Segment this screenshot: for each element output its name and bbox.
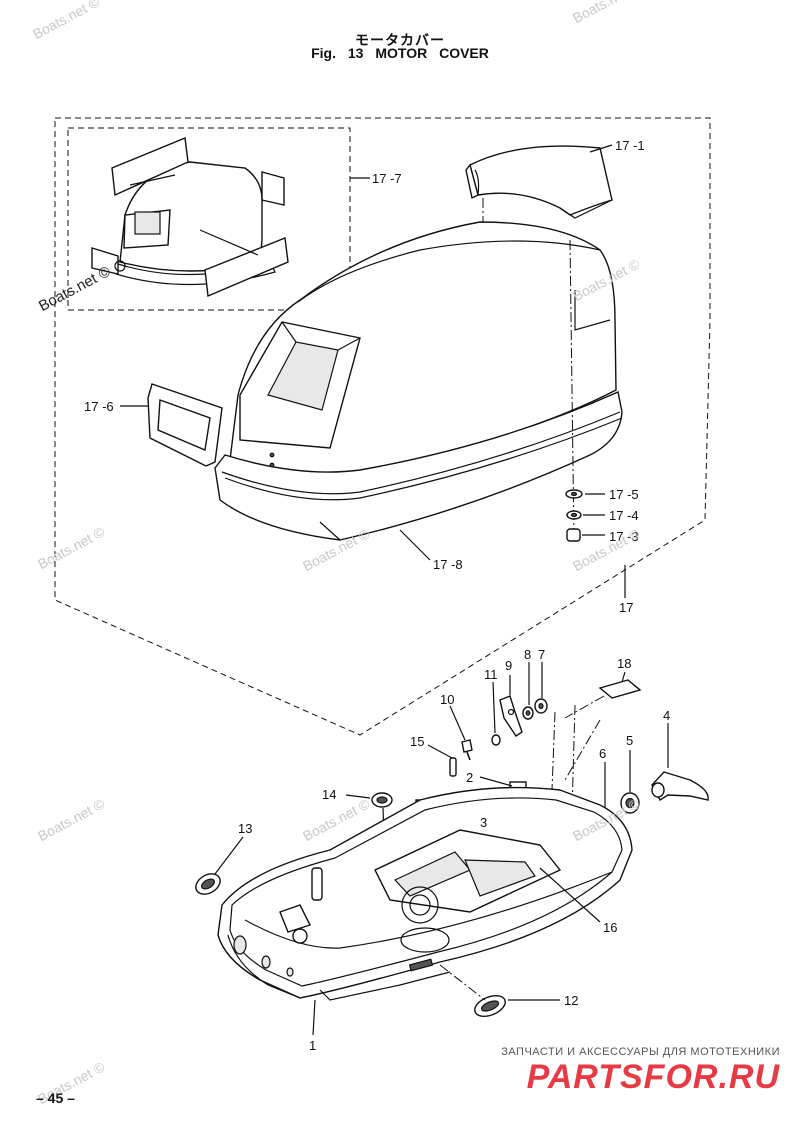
callout-2: 2	[466, 770, 473, 785]
callout-15: 15	[410, 734, 424, 749]
brand-logo: ЗАПЧАСТИ И АКСЕССУАРЫ ДЛЯ МОТОТЕХНИКИ PA…	[480, 1046, 780, 1096]
decal-set-inset-box	[67, 127, 351, 311]
washer-11	[491, 734, 501, 746]
callout-17-4: 17 -4	[609, 508, 639, 523]
top-motor-cover	[214, 221, 623, 541]
callout-8: 8	[524, 647, 531, 662]
bottom-cowling	[217, 786, 633, 1001]
grommet-13	[195, 873, 221, 895]
mini-decal-front	[91, 247, 119, 275]
bolt-10	[461, 739, 473, 753]
mini-cover-illustration	[91, 137, 289, 298]
assembly-17-boundary	[54, 117, 711, 736]
callout-5: 5	[626, 733, 633, 748]
mini-decal-top	[111, 137, 189, 197]
brand-logo-text: PARTSFOR.RU	[526, 1058, 780, 1096]
callout-1: 1	[309, 1038, 316, 1053]
mini-decal-side	[261, 171, 285, 206]
grommet-12	[474, 995, 506, 1017]
callout-17-8: 17 -8	[433, 557, 463, 572]
front-plate-17-6	[120, 383, 223, 467]
callout-11: 11	[484, 667, 498, 682]
callout-17-3: 17 -3	[609, 529, 639, 544]
callout-16: 16	[603, 920, 617, 935]
mini-decal-bottom	[204, 237, 289, 298]
callout-4: 4	[663, 708, 670, 723]
callout-12: 12	[564, 993, 578, 1008]
rear-cover-cap	[465, 145, 613, 219]
callout-17: 17	[619, 600, 633, 615]
pin-15	[449, 757, 457, 777]
callout-10: 10	[440, 692, 454, 707]
grommet-17-3	[566, 528, 581, 542]
brand-tagline: ЗАПЧАСТИ И АКСЕССУАРЫ ДЛЯ МОТОТЕХНИКИ	[501, 1046, 780, 1058]
callout-9: 9	[505, 658, 512, 673]
callout-17-5: 17 -5	[609, 487, 639, 502]
title-japanese: モータカバー	[355, 33, 445, 49]
callout-18: 18	[617, 656, 631, 671]
callout-17-6: 17 -6	[84, 399, 114, 414]
figure-title: Fig. 13 MOTOR COVER	[311, 45, 489, 61]
callout-17-1: 17 -1	[615, 138, 645, 153]
bracket-9	[499, 695, 523, 737]
lever-4	[651, 771, 709, 801]
callout-14: 14	[322, 787, 336, 802]
callout-7: 7	[538, 647, 545, 662]
page-number: – 45 –	[36, 1090, 75, 1106]
callout-13: 13	[238, 821, 252, 836]
callout-3: 3	[480, 815, 487, 830]
label-plate-18	[598, 679, 642, 699]
fastener-axis	[569, 239, 575, 541]
callout-17-7: 17 -7	[372, 171, 402, 186]
callout-6: 6	[599, 746, 606, 761]
